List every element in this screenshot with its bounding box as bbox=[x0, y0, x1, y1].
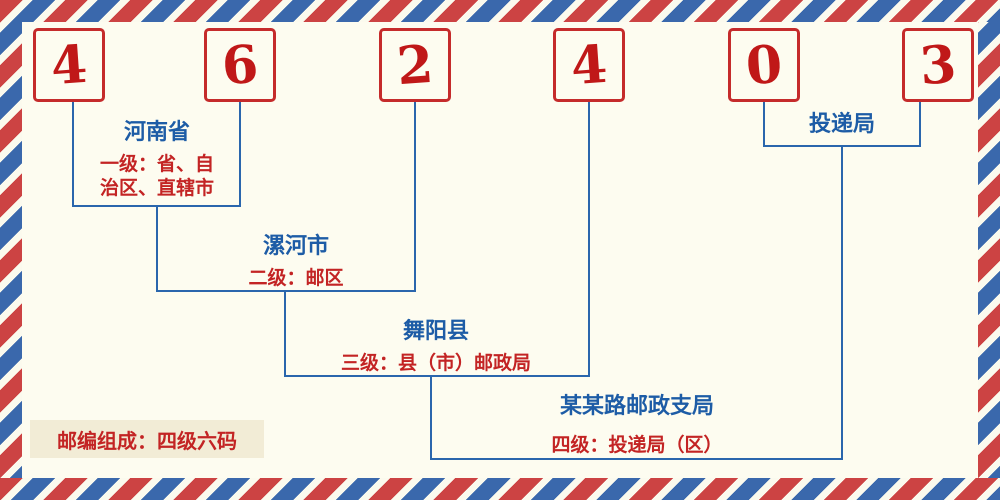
level1-desc: 一级：省、自治区、直辖市 bbox=[99, 153, 214, 199]
digit-glyph: 2 bbox=[394, 33, 436, 97]
delivery-office-name: 投递局 bbox=[808, 112, 875, 137]
level1-name: 河南省 bbox=[123, 120, 190, 145]
postcode-digit-4: 4 bbox=[553, 28, 625, 102]
composition-badge-text: 邮编组成：四级六码 bbox=[57, 428, 237, 453]
airmail-border-top bbox=[0, 0, 1000, 22]
postcode-digit-2: 6 bbox=[204, 28, 276, 102]
level4-right-connector bbox=[841, 145, 843, 458]
level3-bottom-connector bbox=[284, 375, 590, 377]
level4-label: 某某路邮政支局 四级：投递局（区） bbox=[497, 388, 777, 458]
level2-name: 漯河市 bbox=[262, 234, 329, 259]
delivery-office-label: 投递局 bbox=[772, 106, 912, 138]
level3-desc: 三级：县（市）邮政局 bbox=[340, 352, 531, 374]
digit-glyph: 6 bbox=[219, 33, 261, 97]
delivery-right-connector bbox=[919, 102, 921, 145]
postcode-digit-3: 2 bbox=[379, 28, 451, 102]
level3-right-connector bbox=[588, 102, 590, 377]
level4-left-connector bbox=[430, 375, 432, 458]
airmail-border-right bbox=[978, 0, 1000, 500]
level1-label: 河南省 一级：省、自治区、直辖市 bbox=[75, 114, 239, 201]
delivery-left-connector bbox=[763, 102, 765, 145]
level1-left-connector bbox=[72, 102, 74, 205]
level4-name: 某某路邮政支局 bbox=[559, 394, 714, 419]
composition-badge: 邮编组成：四级六码 bbox=[30, 420, 264, 458]
level4-bottom-connector bbox=[430, 458, 843, 460]
level3-name: 舞阳县 bbox=[402, 319, 469, 344]
level3-label: 舞阳县 三级：县（市）邮政局 bbox=[296, 313, 576, 376]
airmail-border-left bbox=[0, 0, 22, 500]
digit-glyph: 0 bbox=[743, 33, 785, 97]
level2-label: 漯河市 二级：邮区 bbox=[196, 228, 396, 291]
postcode-digit-6: 3 bbox=[902, 28, 974, 102]
postcode-digit-5: 0 bbox=[728, 28, 800, 102]
digit-glyph: 3 bbox=[917, 33, 959, 97]
level2-desc: 二级：邮区 bbox=[248, 267, 344, 289]
level3-left-connector bbox=[284, 290, 286, 375]
level1-right-connector bbox=[239, 102, 241, 205]
level4-desc: 四级：投递局（区） bbox=[551, 434, 723, 456]
digit-glyph: 4 bbox=[568, 33, 610, 97]
level2-left-connector bbox=[156, 205, 158, 290]
level2-bottom-connector bbox=[156, 290, 416, 292]
digit-glyph: 4 bbox=[48, 33, 90, 97]
airmail-border-bottom bbox=[0, 478, 1000, 500]
level2-right-connector bbox=[414, 102, 416, 292]
postcode-digit-1: 4 bbox=[33, 28, 105, 102]
